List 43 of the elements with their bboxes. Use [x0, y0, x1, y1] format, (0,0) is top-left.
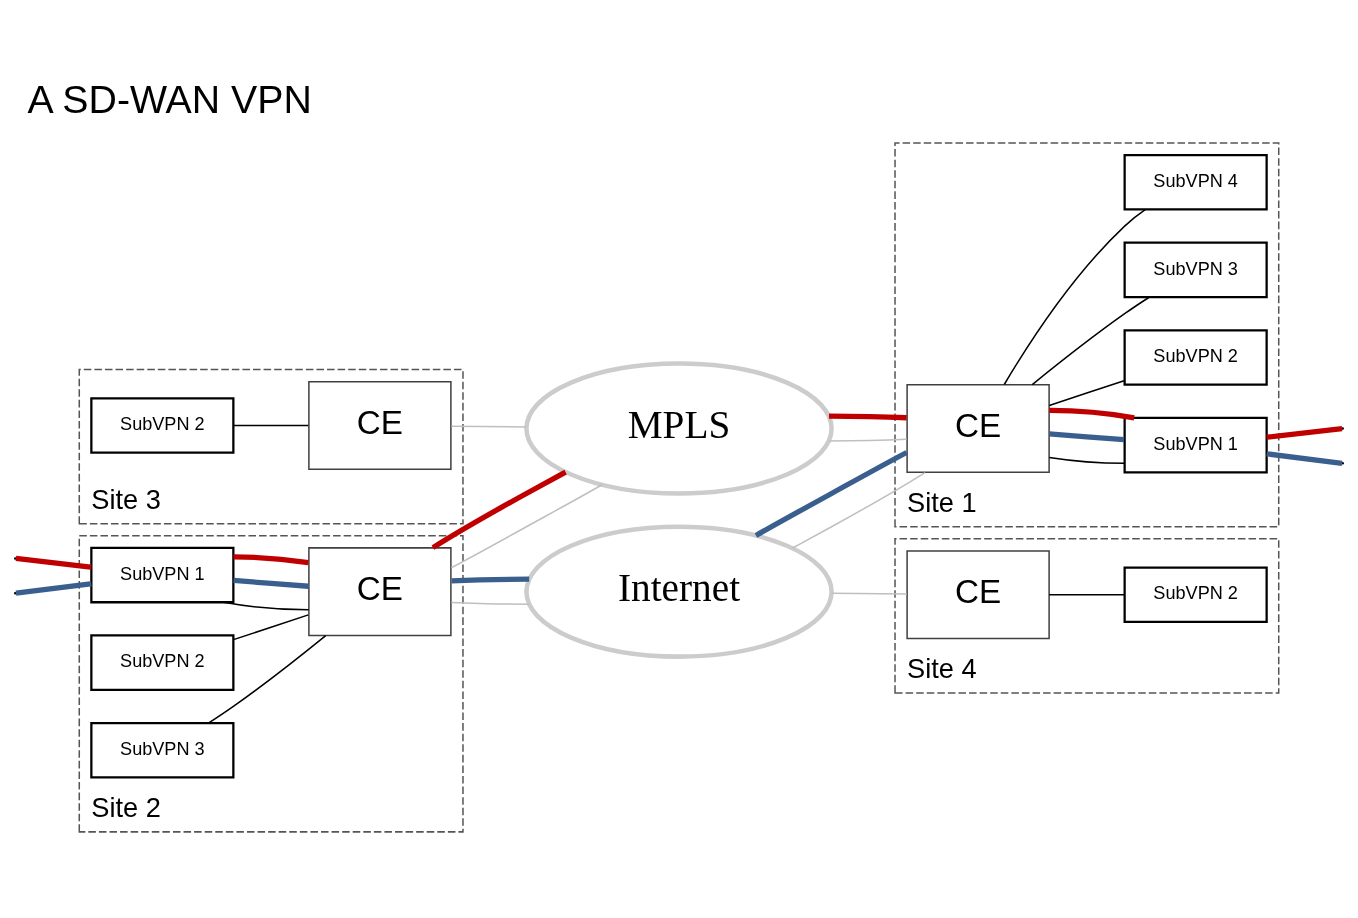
- connector: [15, 580, 92, 596]
- node-box: SubVPN 2: [1123, 565, 1268, 623]
- connector: [830, 591, 908, 595]
- connector: [1266, 450, 1343, 466]
- connector: [232, 613, 310, 640]
- connector: [451, 576, 530, 584]
- node-box: SubVPN 1: [1123, 416, 1268, 473]
- node-box: CE: [906, 383, 1050, 473]
- node-box: CE: [906, 549, 1050, 639]
- node-box: CE: [308, 546, 452, 636]
- connector: [233, 553, 309, 565]
- connector: [232, 424, 310, 426]
- connector: [1048, 456, 1125, 464]
- connector: [1003, 208, 1146, 385]
- node-box: SubVPN 1: [90, 546, 235, 603]
- node-box: SubVPN 3: [1123, 241, 1268, 298]
- node-ellipse: MPLS: [524, 360, 834, 496]
- connector: [450, 424, 527, 428]
- node-ellipse: Internet: [524, 523, 834, 659]
- connector: [1048, 379, 1125, 406]
- node-box: CE: [308, 380, 452, 470]
- diagram-title: A SD-WAN VPN: [27, 76, 312, 121]
- connector: [233, 577, 309, 589]
- connector: [791, 471, 926, 549]
- connector: [754, 449, 908, 538]
- connector: [15, 555, 92, 570]
- connector: [1266, 425, 1343, 440]
- connector: [1049, 407, 1135, 420]
- node-box: SubVPN 4: [1123, 153, 1268, 211]
- connector: [450, 483, 603, 568]
- connector: [222, 601, 310, 611]
- node-box: SubVPN 2: [1123, 328, 1268, 386]
- node-box: SubVPN 3: [90, 721, 235, 779]
- connector: [431, 469, 567, 550]
- node-box: SubVPN 2: [90, 396, 235, 454]
- node-box: SubVPN 2: [90, 633, 235, 691]
- connector: [828, 438, 908, 442]
- connector: [450, 601, 530, 605]
- connector: [208, 634, 327, 723]
- connector: [1031, 296, 1150, 385]
- connector: [1048, 593, 1125, 595]
- connector: [829, 412, 907, 420]
- connector: [1049, 430, 1125, 442]
